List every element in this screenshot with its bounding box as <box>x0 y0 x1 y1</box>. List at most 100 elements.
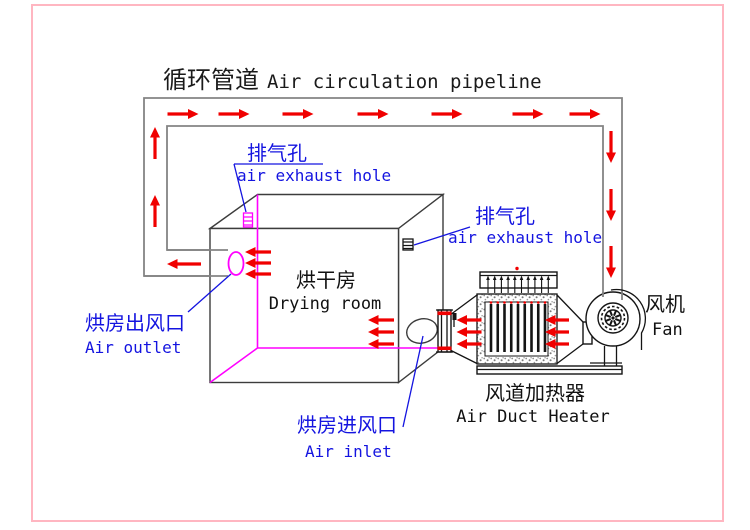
flow-arrows <box>150 109 616 349</box>
fan-volute <box>610 288 646 350</box>
flow-arrow-r <box>167 109 199 119</box>
rod-tip-dot <box>530 301 533 304</box>
page-title: 循环管道 Air circulation pipeline <box>163 66 542 94</box>
flow-arrow-l <box>368 327 394 337</box>
flow-arrow-d <box>606 131 616 163</box>
label-heater-en: Air Duct Heater <box>456 407 610 427</box>
air-exhaust-hole-top-icon <box>242 212 254 228</box>
fan-blade <box>609 319 613 326</box>
flange-handle <box>452 313 457 320</box>
flow-arrow-u <box>150 195 160 227</box>
terminal-pin-arrow <box>519 275 524 280</box>
rod-tip-dot <box>489 301 493 304</box>
fan <box>585 288 646 366</box>
heater-right-cone <box>556 294 584 365</box>
air-outlet-port <box>227 251 245 276</box>
fan-blades <box>605 310 621 326</box>
air-inlet-port <box>406 318 438 344</box>
flow-arrow-l <box>545 327 569 337</box>
flow-arrow-l <box>456 339 482 349</box>
label-heater-zh: 风道加热器 <box>485 381 585 405</box>
drying-room-box <box>144 193 446 384</box>
fan-inlet-joint <box>602 292 623 300</box>
label-drying-room-zh: 烘干房 <box>296 268 356 292</box>
fan-impeller <box>597 302 629 334</box>
terminal-pin-arrow <box>533 275 537 280</box>
flow-arrow-r <box>218 109 250 119</box>
terminal-pin-arrow <box>539 275 544 280</box>
terminal-pin-arrow <box>486 275 490 280</box>
flow-arrow-l <box>245 269 271 279</box>
leader-air-outlet <box>187 273 232 313</box>
rod-tip-dot <box>509 301 513 304</box>
terminal-pin-arrow <box>513 275 517 280</box>
label-drying-room-en: Drying room <box>269 294 382 314</box>
flow-arrow-l <box>456 315 482 325</box>
label-air-outlet-zh: 烘房出风口 <box>85 311 185 335</box>
page-title-zh: 循环管道 <box>163 66 259 94</box>
inlet-flange <box>436 309 457 353</box>
flow-arrow-l <box>167 259 201 269</box>
heater-terminal-pins <box>486 275 551 293</box>
flow-arrow-l <box>245 247 271 257</box>
label-air-outlet-en: Air outlet <box>85 338 181 357</box>
fan-blade <box>614 318 621 322</box>
room-hidden-edges <box>209 194 443 384</box>
flow-arrow-r <box>357 109 389 119</box>
rod-tip-dot <box>536 301 540 304</box>
page-title-en: Air circulation pipeline <box>267 71 542 93</box>
page-border <box>31 4 724 522</box>
room-right-face <box>397 193 444 384</box>
flow-arrow-l <box>545 315 569 325</box>
label-exhaust-right-zh: 排气孔 <box>475 204 535 228</box>
terminal-pin-arrow <box>546 275 551 280</box>
label-exhaust-top-en: air exhaust hole <box>237 166 391 185</box>
fan-blade <box>613 310 617 317</box>
flow-arrow-r <box>431 109 463 119</box>
fan-blade <box>613 319 617 326</box>
flow-arrow-l <box>456 327 482 337</box>
fan-blade <box>605 318 612 322</box>
label-exhaust-top-zh: 排气孔 <box>247 141 307 165</box>
label-air-inlet-zh: 烘房进风口 <box>297 413 397 437</box>
label-fan-zh: 风机 <box>645 292 685 316</box>
leader-air-inlet <box>402 335 424 428</box>
terminal-pin-arrow <box>499 275 504 280</box>
flow-arrow-l <box>245 258 271 268</box>
flow-arrow-r <box>569 109 601 119</box>
terminal-indicator-dot <box>515 266 519 271</box>
fan-blade <box>609 310 613 317</box>
flow-arrow-d <box>606 189 616 221</box>
air-exhaust-hole-right-icon <box>402 238 414 251</box>
annotations: 排气孔 air exhaust hole 排气孔 air exhaust hol… <box>85 141 685 461</box>
fan-stand <box>590 346 622 366</box>
rod-tip-dot <box>503 301 506 304</box>
heater-left-cone <box>449 294 478 365</box>
flow-arrow-r <box>282 109 314 119</box>
leader-exhaust-right <box>413 226 471 246</box>
terminal-pin-arrow <box>506 275 510 280</box>
heater-terminal-box <box>479 271 558 289</box>
flow-arrow-r <box>512 109 544 119</box>
flow-arrow-l <box>368 315 394 325</box>
rod-tip-dot <box>523 301 527 304</box>
flow-arrow-u <box>150 127 160 159</box>
heater-rods <box>489 301 547 352</box>
rod-tip-dot <box>516 301 520 304</box>
flow-arrow-l <box>545 339 569 349</box>
terminal-pin-arrow <box>492 275 497 280</box>
label-exhaust-right-en: air exhaust hole <box>448 228 602 247</box>
fan-blade <box>605 314 612 318</box>
terminal-pin-arrow <box>526 275 530 280</box>
air-duct-heater <box>436 266 623 375</box>
leader-exhaust-top <box>233 163 323 213</box>
flow-arrow-l <box>368 339 394 349</box>
rod-tip-dot <box>496 301 500 304</box>
label-air-inlet-en: Air inlet <box>305 442 392 461</box>
rod-tip-dot <box>543 301 547 304</box>
flow-arrow-d <box>606 246 616 278</box>
fan-blade <box>614 314 621 318</box>
outlet-duct-walls <box>144 249 228 277</box>
